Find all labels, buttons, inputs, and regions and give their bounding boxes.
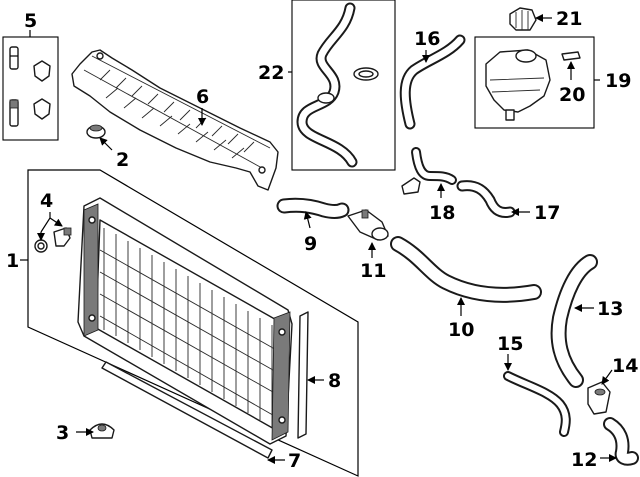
callout-15: 15 bbox=[497, 333, 523, 355]
part-9-hose bbox=[276, 197, 350, 219]
callout-2: 2 bbox=[116, 149, 129, 171]
part-21-cap bbox=[509, 7, 537, 31]
callout-3: 3 bbox=[56, 422, 69, 444]
callout-6: 6 bbox=[196, 86, 209, 108]
hose-clamp-22 bbox=[353, 67, 379, 81]
part-16-hose bbox=[399, 34, 466, 130]
clip-nut-top bbox=[33, 60, 51, 82]
clip-nut-bottom bbox=[33, 98, 51, 120]
callout-7: 7 bbox=[288, 450, 301, 472]
part-15-hose bbox=[503, 371, 571, 437]
callout-1: 1 bbox=[6, 250, 19, 272]
callout-19: 19 bbox=[605, 70, 631, 92]
part-5-clips-box bbox=[2, 30, 59, 141]
part-11-connector bbox=[347, 209, 389, 241]
part-3-lower-mount bbox=[89, 423, 115, 439]
callout-18: 18 bbox=[429, 202, 455, 224]
callout-14: 14 bbox=[612, 355, 638, 377]
callout-11: 11 bbox=[360, 260, 386, 282]
radiator-right-tank bbox=[271, 311, 291, 441]
part-13-hose bbox=[550, 254, 598, 388]
callout-20: 20 bbox=[559, 84, 585, 106]
callout-12: 12 bbox=[571, 449, 597, 471]
part-4-drain-plug bbox=[34, 227, 72, 253]
callout-9: 9 bbox=[304, 233, 317, 255]
part-6-upper-support bbox=[71, 49, 279, 191]
part-22-hose-box bbox=[291, 0, 396, 171]
callout-21: 21 bbox=[556, 8, 582, 30]
leader-lines bbox=[37, 14, 617, 464]
clip-pin-bottom bbox=[9, 99, 19, 127]
part-19-reservoir-box bbox=[474, 36, 600, 129]
part-2-grommet bbox=[86, 124, 106, 139]
radiator-fins bbox=[99, 228, 281, 427]
part-18-hose-bracket bbox=[401, 147, 457, 195]
part-14-connector bbox=[587, 381, 611, 415]
radiator-left-tank bbox=[83, 203, 99, 337]
hose-clamp-22b bbox=[317, 92, 335, 104]
coolant-reservoir bbox=[485, 49, 551, 121]
part-12-hose bbox=[603, 417, 639, 466]
radiator-core bbox=[77, 197, 293, 445]
part-8-side-seal bbox=[297, 311, 309, 439]
callout-labels: 1 2 3 4 5 6 7 8 9 10 11 12 13 14 15 16 1… bbox=[6, 8, 638, 472]
callout-4: 4 bbox=[40, 190, 53, 212]
part-17-hose bbox=[456, 180, 516, 218]
callout-8: 8 bbox=[328, 370, 341, 392]
part-20-sensor bbox=[561, 51, 581, 61]
callout-5: 5 bbox=[24, 10, 37, 32]
callout-13: 13 bbox=[597, 298, 623, 320]
part-1-radiator-outline bbox=[20, 169, 359, 477]
callout-10: 10 bbox=[448, 319, 474, 341]
part-10-lower-hose bbox=[390, 236, 542, 303]
part-7-lower-seal bbox=[101, 361, 273, 459]
callout-22: 22 bbox=[258, 62, 284, 84]
clip-pin-top bbox=[9, 46, 19, 70]
callout-16: 16 bbox=[414, 28, 440, 50]
callout-17: 17 bbox=[534, 202, 560, 224]
